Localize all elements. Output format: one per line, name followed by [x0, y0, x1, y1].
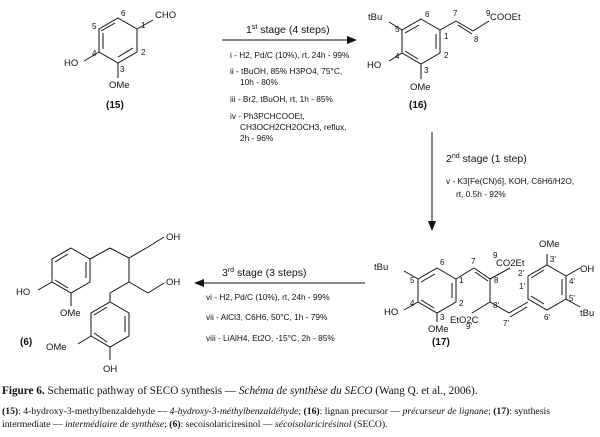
legend-c15-en: : 4-hydroxy-3-methylbenzaldehyde — — [18, 406, 170, 417]
ho-label-6-top: HO — [16, 287, 30, 298]
cond-viii: viii - LiAlH4, Et2O, -15°C, 2h - 85% — [206, 333, 335, 343]
compound-6-structure — [37, 236, 165, 360]
cond-vi: vi - H2, Pd/C (10%), rt, 24h - 99% — [206, 292, 330, 302]
legend-tail: (SECO). — [351, 419, 388, 430]
legend-c17-num: (17) — [493, 406, 510, 417]
cond-ii-a: ii - tBuOH, 85% H3PO4, 75°C, — [230, 66, 342, 76]
svg-text:4: 4 — [395, 52, 400, 61]
svg-text:7: 7 — [453, 9, 458, 18]
svg-text:5: 5 — [92, 22, 97, 31]
ome-label-17-right: OMe — [539, 239, 560, 250]
legend-c6-fr: sécoisolaricirésinol — [275, 419, 352, 430]
oh-label-6-bottom: OH — [103, 364, 117, 375]
cond-i: i - H2, Pd/C (10%), rt, 24h - 99% — [230, 50, 350, 60]
legend-c15-fr: 4-hydroxy-3-méthylbenzaldéhyde — [169, 406, 299, 417]
oh-label-17-right: OH — [580, 264, 594, 275]
ome-label-6-top: OMe — [60, 308, 81, 319]
svg-text:9': 9' — [466, 322, 472, 331]
cond-iv-b: CH3OCH2CH2OCH3, reflux, — [240, 122, 347, 132]
svg-text:2: 2 — [459, 299, 464, 308]
svg-text:5: 5 — [410, 276, 415, 285]
svg-text:1: 1 — [141, 21, 146, 30]
svg-text:5: 5 — [395, 25, 400, 34]
svg-text:8: 8 — [474, 35, 479, 44]
compound-17-id: (17) — [432, 337, 450, 348]
ome-label-16: OMe — [410, 82, 431, 93]
svg-text:4': 4' — [569, 277, 575, 286]
svg-text:8': 8' — [493, 301, 499, 310]
ho-label-17: HO — [384, 307, 398, 318]
legend-c6-num: (6) — [169, 419, 181, 430]
compound-15-structure — [83, 17, 154, 78]
oh-label-6-b: OH — [166, 277, 180, 288]
cooet-label-16: COOEt — [490, 12, 521, 23]
cond-v-b: rt, 0.5h - 92% — [456, 189, 506, 199]
ho-label-15: HO — [64, 58, 78, 69]
compound-16-structure — [388, 18, 490, 79]
compound-15-id: (15) — [106, 100, 124, 111]
figure-legend: (15): 4-hydroxy-3-methylbenzaldehyde — 4… — [2, 406, 550, 430]
legend-c16-num: (16) — [303, 406, 320, 417]
cond-iii: iii - Br2, tBuOH, rt, 1h - 85% — [230, 94, 333, 104]
svg-text:8: 8 — [494, 276, 499, 285]
legend-c16-fr: précurseur de lignane — [402, 406, 489, 417]
svg-text:7': 7' — [503, 319, 509, 328]
svg-text:1': 1' — [519, 282, 525, 291]
svg-text:9: 9 — [486, 9, 491, 18]
legend-c17-fr: intermédiaire de synthèse — [64, 419, 165, 430]
svg-text:6': 6' — [544, 313, 550, 322]
svg-text:3': 3' — [550, 255, 556, 264]
legend-c15-num: (15) — [2, 406, 19, 417]
ome-label-17-left: OMe — [428, 324, 449, 335]
svg-text:2: 2 — [444, 51, 449, 60]
legend-c16-en: : lignan precursor — — [319, 406, 403, 417]
cond-v-a: v - K3[Fe(CN)6], KOH, C6H6/H2O, — [446, 176, 574, 186]
svg-text:9: 9 — [493, 251, 498, 260]
compound-6-id: (6) — [20, 337, 32, 348]
legend-c17-en: : synthesis intermediate — — [2, 406, 550, 430]
eto2c-label-17: EtO2C — [450, 315, 479, 326]
svg-text:6: 6 — [440, 258, 445, 267]
oh-label-6-a: OH — [166, 232, 180, 243]
svg-text:2: 2 — [141, 48, 146, 57]
svg-text:5': 5' — [569, 294, 575, 303]
svg-text:2': 2' — [518, 269, 524, 278]
stage1-title: 1st stage (4 steps) — [246, 24, 330, 36]
stage2-title: 2nd stage (1 step) — [446, 153, 527, 165]
ome-label-15: OMe — [109, 80, 130, 91]
cond-ii-b: 10h - 80% — [240, 77, 278, 87]
stage3-title: 3rd stage (3 steps) — [222, 267, 306, 279]
svg-text:6: 6 — [121, 9, 126, 18]
svg-text:1: 1 — [444, 32, 449, 41]
cho-label: CHO — [155, 10, 176, 21]
svg-text:3: 3 — [440, 313, 445, 322]
cond-vii: vii - AlCl3, C6H6, 50°C, 1h - 79% — [206, 312, 328, 322]
svg-text:3: 3 — [120, 65, 125, 74]
svg-text:6: 6 — [425, 10, 430, 19]
cond-iv-c: 2h - 96% — [240, 133, 274, 143]
ome-label-6-bottom: OMe — [46, 342, 67, 353]
caption-text-fr: Schéma de synthèse du SECO — [238, 385, 373, 397]
svg-text:3: 3 — [424, 66, 429, 75]
co2et-label-17: CO2Et — [496, 258, 525, 269]
svg-text:4: 4 — [410, 299, 415, 308]
tbu-label-16: tBu — [368, 12, 382, 23]
caption-text-en: Schematic pathway of SECO synthesis — — [44, 385, 239, 397]
figure-caption: Figure 6. Schematic pathway of SECO synt… — [2, 385, 598, 398]
svg-text:1: 1 — [459, 276, 464, 285]
tbu-label-17-right: tBu — [580, 308, 594, 319]
compound-16-id: (16) — [409, 100, 427, 111]
svg-text:7: 7 — [471, 257, 476, 266]
tbu-label-17-left: tBu — [374, 262, 388, 273]
svg-text:4: 4 — [92, 49, 97, 58]
cond-iv-a: iv - Ph3PCHCOOEt, — [230, 111, 305, 121]
legend-c6-en: : secoisolariciresinol — — [180, 419, 275, 430]
synthesis-scheme: CHO HO OMe 6 1 2 3 4 5 (15) 1st stage (4… — [16, 9, 594, 375]
ho-label-16: HO — [367, 60, 381, 71]
compound-17-structure — [403, 254, 581, 322]
caption-ref: (Wang Q. et al., 2006). — [372, 385, 478, 397]
figure-label: Figure 6. — [2, 385, 45, 397]
